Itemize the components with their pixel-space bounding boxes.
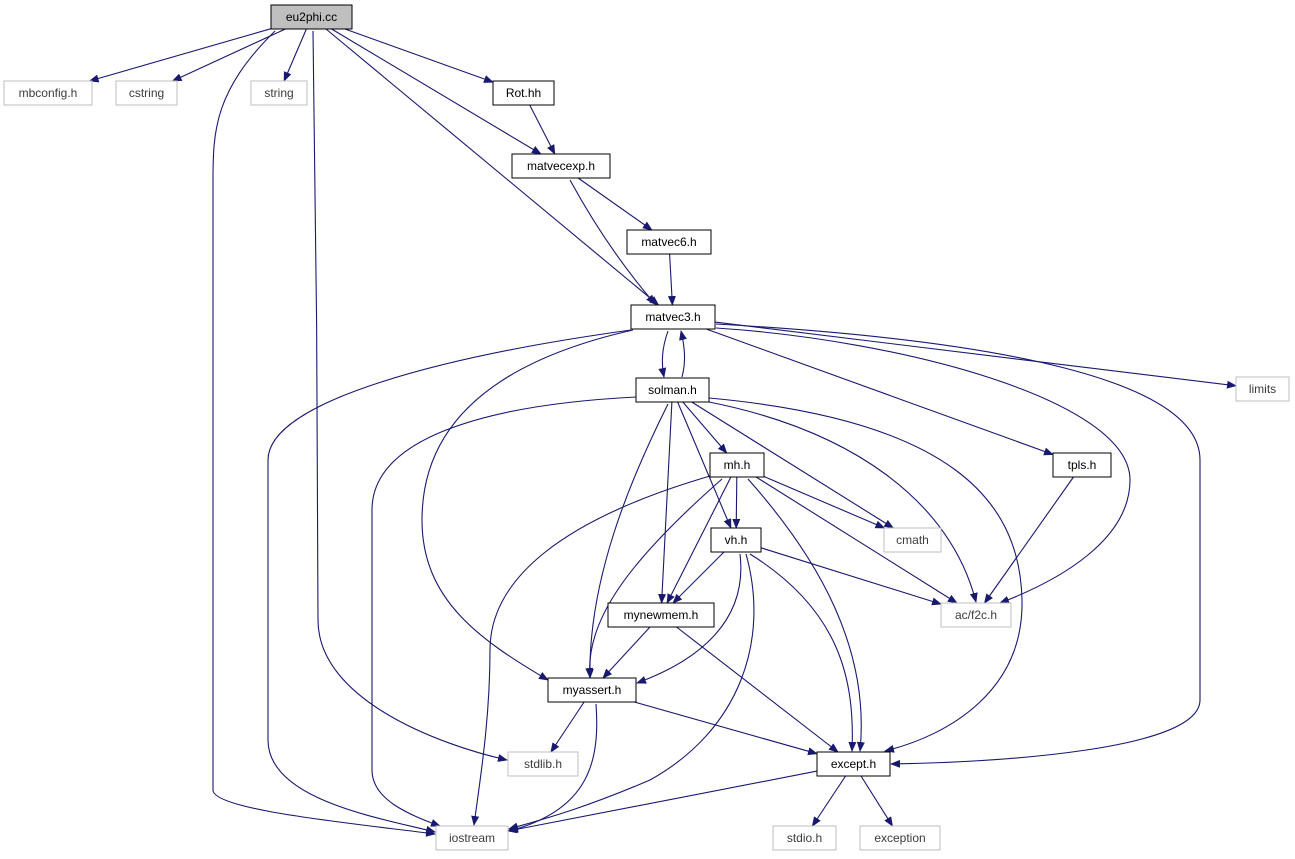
edge-layer bbox=[88, 28, 1237, 837]
edge-mh-h-to-mynewmem-h bbox=[666, 476, 732, 604]
edge-solman-h-to-iostream bbox=[371, 396, 637, 827]
edge-solman-h-to-mh-h bbox=[682, 401, 728, 454]
node-label: tpls.h bbox=[1068, 458, 1097, 472]
node-cstring: cstring bbox=[115, 80, 178, 106]
node-label: solman.h bbox=[648, 383, 697, 397]
edge-matvec3-h-to-solman-h bbox=[658, 330, 669, 378]
edge-mh-h-to-cmath bbox=[763, 475, 886, 529]
node-limits: limits bbox=[1235, 376, 1290, 402]
node-label: mynewmem.h bbox=[624, 608, 699, 622]
node-eu2phi-cc[interactable]: eu2phi.cc bbox=[270, 4, 353, 30]
node-label: myassert.h bbox=[563, 683, 622, 697]
node-rot-hh[interactable]: Rot.hh bbox=[492, 80, 555, 106]
edge-solman-h-to-myassert-h bbox=[585, 403, 669, 679]
node-label: matvec3.h bbox=[645, 310, 700, 324]
edge-vh-h-to-iostream bbox=[508, 553, 755, 831]
node-label: ac/f2c.h bbox=[955, 608, 997, 622]
node-cmath: cmath bbox=[883, 527, 942, 553]
node-label: limits bbox=[1249, 382, 1276, 396]
edge-mynewmem-h-to-myassert-h bbox=[602, 626, 651, 679]
edge-matvec3-h-to-limits bbox=[714, 321, 1237, 389]
node-string: string bbox=[250, 80, 308, 106]
node-layer: eu2phi.cc mbconfig.h cstring string Rot.… bbox=[3, 4, 1290, 851]
edge-except-h-to-exception bbox=[860, 775, 894, 827]
node-label: cstring bbox=[129, 86, 164, 100]
node-vh-h[interactable]: vh.h bbox=[710, 527, 762, 553]
edge-eu2phi-cc-to-iostream bbox=[212, 30, 436, 837]
edge-eu2phi-cc-to-stdlib-h bbox=[312, 30, 508, 762]
edge-myassert-h-to-iostream bbox=[508, 703, 598, 833]
node-except-h[interactable]: except.h bbox=[816, 751, 891, 777]
edge-matvec6-h-to-matvec3-h bbox=[667, 253, 676, 306]
edge-matvecexp-h-to-matvec6-h bbox=[577, 177, 653, 231]
node-matvecexp-h[interactable]: matvecexp.h bbox=[511, 153, 611, 179]
edge-solman-h-to-vh-h bbox=[677, 401, 732, 529]
node-label: except.h bbox=[831, 757, 876, 771]
node-stdlib-h: stdlib.h bbox=[507, 751, 579, 777]
node-label: iostream bbox=[449, 831, 495, 845]
node-label: exception bbox=[874, 831, 925, 845]
node-ac-f2c-h: ac/f2c.h bbox=[940, 602, 1012, 628]
edge-solman-h-to-except-h bbox=[708, 397, 1023, 753]
node-label: Rot.hh bbox=[506, 86, 541, 100]
node-label: eu2phi.cc bbox=[286, 10, 337, 24]
edge-eu2phi-cc-to-rot-hh bbox=[344, 28, 494, 83]
edge-mynewmem-h-to-except-h bbox=[676, 626, 839, 753]
edge-solman-h-to-matvec3-h bbox=[679, 330, 687, 378]
node-label: cmath bbox=[896, 533, 929, 547]
edge-matvec3-h-to-myassert-h bbox=[421, 329, 634, 681]
node-label: mh.h bbox=[724, 458, 751, 472]
node-iostream: iostream bbox=[435, 825, 509, 851]
node-myassert-h[interactable]: myassert.h bbox=[547, 677, 637, 703]
edge-solman-h-to-ac-f2c-h bbox=[708, 401, 978, 603]
edge-vh-h-to-myassert-h bbox=[636, 553, 742, 684]
node-label: matvecexp.h bbox=[527, 159, 595, 173]
edge-matvec3-h-to-ac-f2c-h bbox=[715, 327, 1131, 604]
edge-eu2phi-cc-to-mbconfig-h bbox=[88, 28, 272, 83]
edge-eu2phi-cc-to-matvecexp-h bbox=[331, 28, 542, 155]
edge-eu2phi-cc-to-cstring bbox=[171, 28, 286, 82]
edge-solman-h-to-mynewmem-h bbox=[658, 401, 673, 604]
edge-myassert-h-to-except-h bbox=[634, 701, 818, 756]
node-mbconfig-h: mbconfig.h bbox=[3, 80, 93, 106]
node-tpls-h[interactable]: tpls.h bbox=[1052, 452, 1112, 478]
node-label: vh.h bbox=[725, 533, 748, 547]
edge-except-h-to-stdio-h bbox=[811, 775, 847, 827]
edge-matvec3-h-to-iostream bbox=[267, 329, 632, 834]
node-label: matvec6.h bbox=[641, 235, 696, 249]
edge-solman-h-to-cmath bbox=[691, 401, 895, 529]
node-label: stdlib.h bbox=[524, 757, 562, 771]
node-matvec6-h[interactable]: matvec6.h bbox=[626, 229, 712, 255]
edge-matvecexp-h-to-matvec3-h bbox=[569, 179, 656, 305]
node-stdio-h: stdio.h bbox=[772, 825, 837, 851]
edge-mh-h-to-ac-f2c-h bbox=[755, 476, 958, 604]
edge-except-h-to-iostream bbox=[507, 770, 818, 834]
node-exception: exception bbox=[859, 825, 941, 851]
edge-tpls-h-to-ac-f2c-h bbox=[983, 476, 1074, 604]
edge-mh-h-to-iostream bbox=[471, 475, 711, 826]
edge-rot-hh-to-matvecexp-h bbox=[529, 104, 556, 155]
edge-vh-h-to-mynewmem-h bbox=[672, 551, 725, 604]
edge-vh-h-to-except-h bbox=[749, 553, 857, 752]
node-mh-h[interactable]: mh.h bbox=[709, 452, 765, 478]
node-mynewmem-h[interactable]: mynewmem.h bbox=[607, 602, 715, 628]
node-label: string bbox=[264, 86, 293, 100]
edge-matvec3-h-to-except-h bbox=[715, 323, 1201, 768]
edge-eu2phi-cc-to-string bbox=[283, 28, 307, 82]
node-label: mbconfig.h bbox=[19, 86, 78, 100]
edge-myassert-h-to-stdlib-h bbox=[550, 701, 585, 753]
edge-vh-h-to-ac-f2c-h bbox=[760, 547, 942, 606]
node-matvec3-h[interactable]: matvec3.h bbox=[630, 304, 716, 330]
edge-mh-h-to-vh-h bbox=[732, 476, 741, 529]
node-solman-h[interactable]: solman.h bbox=[635, 377, 710, 403]
node-label: stdio.h bbox=[787, 831, 822, 845]
edge-mh-h-to-except-h bbox=[747, 478, 865, 752]
edge-mh-h-to-myassert-h bbox=[585, 478, 723, 678]
edge-matvec3-h-to-tpls-h bbox=[706, 328, 1054, 456]
edge-eu2phi-cc-to-matvec3-h bbox=[325, 28, 660, 306]
